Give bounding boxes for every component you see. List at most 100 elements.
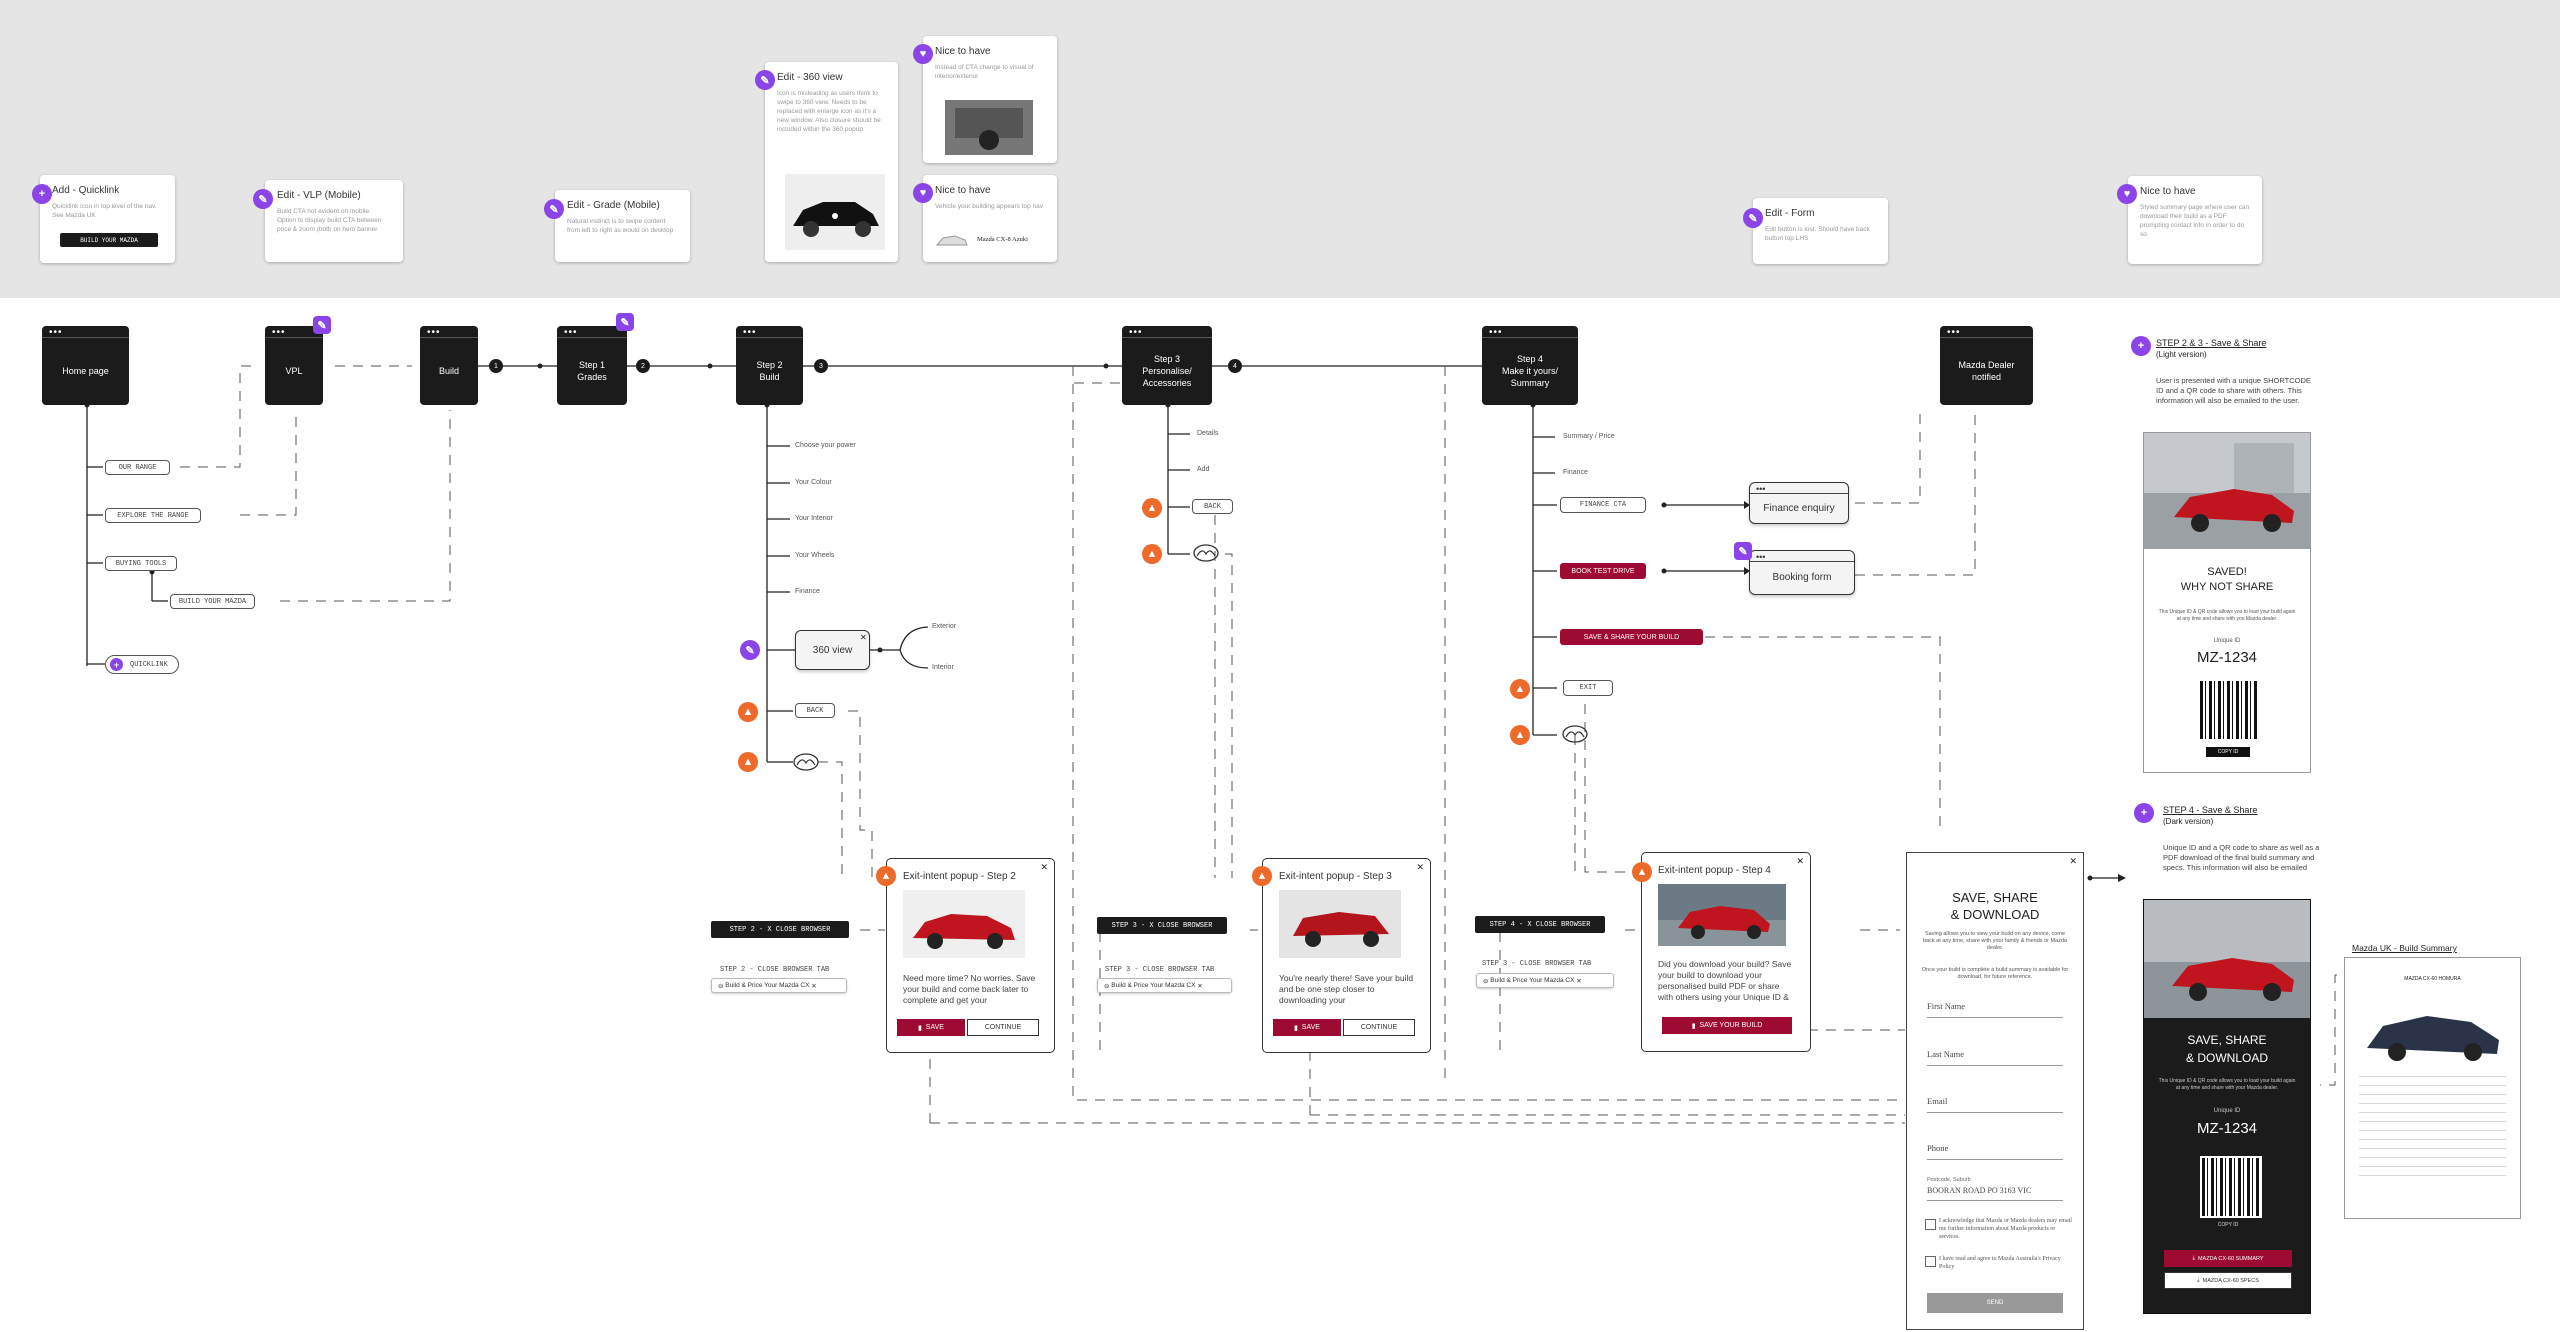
step2-item[interactable]: Your Colour xyxy=(795,479,832,486)
continue-button[interactable]: CONTINUE xyxy=(967,1019,1039,1036)
close-icon[interactable]: ✕ xyxy=(1040,862,1048,872)
bell-icon: ▲ xyxy=(1510,725,1530,745)
qr-code xyxy=(2200,1156,2262,1218)
step3-item[interactable]: Details xyxy=(1197,430,1219,437)
step4-close-tab-label: STEP 3 - CLOSE BROWSER TAB xyxy=(1482,960,1592,968)
screen-build[interactable]: •••Build xyxy=(420,326,478,405)
browser-tab[interactable]: ⊖ Build & Price Your Mazda CX ✕ xyxy=(1476,973,1614,988)
note-title: Nice to have xyxy=(935,185,991,196)
explore-range-link[interactable]: EXPLORE THE RANGE xyxy=(105,508,201,523)
edit-icon: ✎ xyxy=(740,640,760,660)
send-button[interactable]: SEND xyxy=(1927,1293,2063,1313)
note-nice-to-have-2: Nice to have Vehicle your building appea… xyxy=(923,175,1057,262)
bell-icon: ▲ xyxy=(1510,679,1530,699)
dark-version-subtitle: (Dark version) xyxy=(2163,817,2214,826)
close-icon[interactable]: ✕ xyxy=(860,633,867,642)
bell-icon: ▲ xyxy=(1142,498,1162,518)
summary-download-button[interactable]: ⤓ MAZDA CX-60 SUMMARY xyxy=(2164,1250,2292,1267)
step-number: 2 xyxy=(636,359,650,373)
quicklink-button[interactable]: QUICKLINK xyxy=(105,655,179,674)
qr-code xyxy=(2200,681,2258,739)
step2-item[interactable]: Your Wheels xyxy=(795,552,835,559)
close-icon[interactable]: ✕ xyxy=(2069,856,2077,866)
finance-enquiry-screen[interactable]: •••Finance enquiry xyxy=(1749,482,1849,524)
note-body: Edit button is lost. Should have back bu… xyxy=(1765,226,1870,242)
privacy-checkbox[interactable] xyxy=(1925,1256,1936,1267)
step4-item[interactable]: Finance xyxy=(1563,469,1588,476)
note-title: Edit - Grade (Mobile) xyxy=(567,200,660,211)
screen-dealer-notified[interactable]: •••Mazda Dealer notified xyxy=(1940,326,2033,405)
edit-icon: ✎ xyxy=(313,316,331,334)
save-label: SAVE YOUR BUILD xyxy=(1699,1022,1763,1029)
save-your-build-button[interactable]: ▮ SAVE YOUR BUILD xyxy=(1662,1017,1792,1034)
step2-item[interactable]: Choose your power xyxy=(795,442,856,449)
back-button[interactable]: BACK xyxy=(1192,499,1233,514)
copy-id-button[interactable]: COPY ID xyxy=(2217,1222,2239,1228)
buying-tools-link[interactable]: BUYING TOOLS xyxy=(105,556,177,571)
quicklink-label: QUICKLINK xyxy=(130,660,168,669)
add-icon: + xyxy=(110,658,123,671)
specs-download-button[interactable]: ⤓ MAZDA CX-60 SPECS xyxy=(2164,1272,2292,1289)
our-range-link[interactable]: OUR RANGE xyxy=(105,460,170,475)
browser-tab[interactable]: ⊖ Build & Price Your Mazda CX ✕ xyxy=(711,978,847,993)
screen-step3-personalise[interactable]: •••Step 3 Personalise/ Accessories xyxy=(1122,326,1212,405)
save-button[interactable]: ▮ SAVE xyxy=(1273,1019,1341,1036)
note-360-view: Edit - 360 view Icon is misleading as us… xyxy=(765,62,898,262)
form-intro-2: Once your build is complete a build summ… xyxy=(1921,967,2069,980)
phone-field[interactable]: Phone xyxy=(1927,1143,2063,1160)
finance-cta-button[interactable]: FINANCE CTA xyxy=(1560,497,1646,513)
book-test-drive-button[interactable]: BOOK TEST DRIVE xyxy=(1560,563,1646,579)
step3-close-browser: STEP 3 - X CLOSE BROWSER xyxy=(1097,917,1227,934)
mazda-logo-icon[interactable] xyxy=(1193,544,1219,562)
view-360-button[interactable]: 360 view xyxy=(795,630,870,670)
back-button[interactable]: BACK xyxy=(795,703,835,718)
car-photo xyxy=(2355,990,2511,1070)
car-photo xyxy=(2144,433,2310,549)
step2-item[interactable]: Your Interior xyxy=(795,515,833,522)
screen-step1-grades[interactable]: •••Step 1 Grades xyxy=(557,326,627,405)
note-grade: Edit - Grade (Mobile) Natural instinct i… xyxy=(555,190,690,262)
note-body: Quicklink icon in top level of the nav. … xyxy=(52,203,157,219)
screen-home-page[interactable]: •••Home page xyxy=(42,326,129,405)
step2-close-browser: STEP 2 - X CLOSE BROWSER xyxy=(711,921,849,938)
step4-item[interactable]: Summary / Price xyxy=(1563,433,1615,440)
first-name-field[interactable]: First Name xyxy=(1927,1001,2063,1018)
note-body: Styled summary page where user can downl… xyxy=(2140,204,2250,238)
mazda-logo-icon[interactable] xyxy=(793,753,819,771)
save-share-build-button[interactable]: SAVE & SHARE YOUR BUILD xyxy=(1560,629,1703,645)
email-field[interactable]: Email xyxy=(1927,1096,2063,1113)
bell-icon: ▲ xyxy=(876,866,896,886)
popup-body: You're nearly there! Save your build and… xyxy=(1279,973,1414,1005)
browser-tab[interactable]: ⊖ Build & Price Your Mazda CX ✕ xyxy=(1097,978,1232,993)
red-car-image xyxy=(1658,884,1786,946)
last-name-field[interactable]: Last Name xyxy=(1927,1049,2063,1066)
interior-option[interactable]: Interior xyxy=(932,664,954,671)
continue-button[interactable]: CONTINUE xyxy=(1343,1019,1415,1036)
save-button[interactable]: ▮ SAVE xyxy=(897,1019,965,1036)
step3-item[interactable]: Add xyxy=(1197,466,1210,473)
acknowledge-checkbox[interactable] xyxy=(1925,1219,1936,1230)
screen-vpl[interactable]: •••VPL xyxy=(265,326,323,405)
exit-button[interactable]: EXIT xyxy=(1563,680,1613,696)
copy-id-button[interactable]: COPY ID xyxy=(2206,747,2250,757)
unique-id-label: Unique ID xyxy=(2213,638,2241,644)
popup-title: Exit-intent popup - Step 4 xyxy=(1658,865,1771,876)
heart-icon: ♥ xyxy=(913,183,933,203)
step2-item[interactable]: Finance xyxy=(795,588,820,595)
step4-close-browser: STEP 4 - X CLOSE BROWSER xyxy=(1475,916,1605,933)
close-icon[interactable]: ✕ xyxy=(1796,856,1804,866)
postcode-label: Postcode, Suburb xyxy=(1927,1177,1971,1183)
light-small-text: This Unique ID & QR code allows you to l… xyxy=(2158,609,2296,622)
booking-form-screen[interactable]: •••Booking form xyxy=(1749,550,1855,595)
build-your-mazda-link[interactable]: BUILD YOUR MAZDA xyxy=(170,594,255,609)
mazda-logo-icon[interactable] xyxy=(1562,725,1588,743)
step3-close-tab-label: STEP 3 - CLOSE BROWSER TAB xyxy=(1105,966,1215,974)
save-label: SAVE xyxy=(1301,1024,1320,1031)
car-interior-image xyxy=(945,100,1033,155)
exit-popup-step4: ✕ Exit-intent popup - Step 4 Did you dow… xyxy=(1641,852,1811,1052)
screen-step2-build[interactable]: •••Step 2 Build xyxy=(736,326,803,405)
postcode-field[interactable]: BOORAN ROAD PO 3163 VIC xyxy=(1927,1186,2063,1201)
exterior-option[interactable]: Exterior xyxy=(932,623,957,630)
close-icon[interactable]: ✕ xyxy=(1416,862,1424,872)
screen-step4-summary[interactable]: •••Step 4 Make it yours/ Summary xyxy=(1482,326,1578,405)
